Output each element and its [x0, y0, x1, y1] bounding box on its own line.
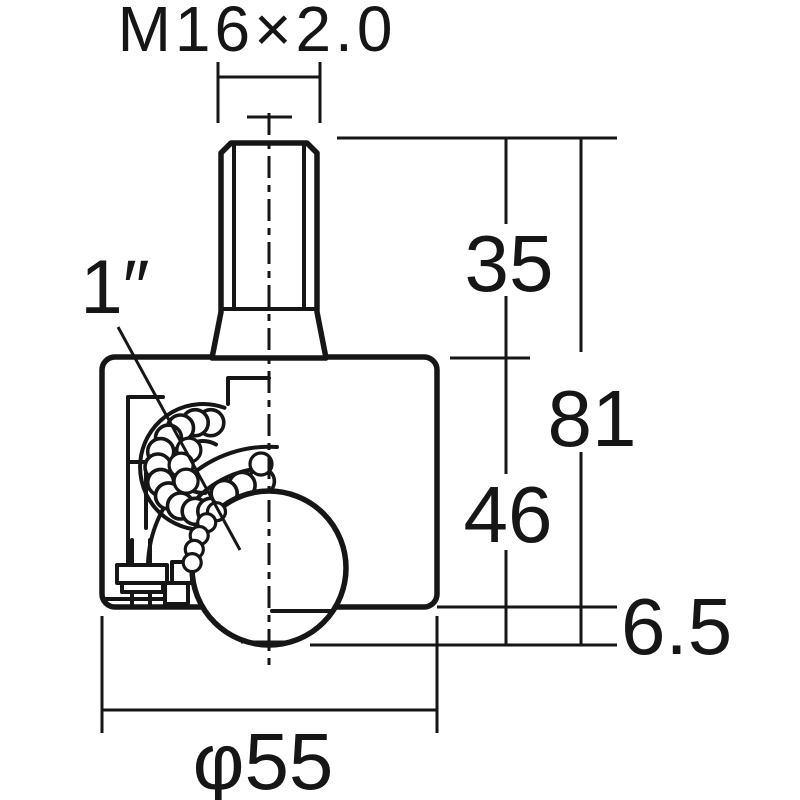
clamp-plate — [120, 581, 165, 594]
centerline-cross-ticks — [241, 115, 294, 644]
bearing-ball — [181, 551, 203, 574]
centerline — [241, 113, 294, 668]
ball-size-leader-line — [116, 326, 242, 551]
return-chain-balls — [181, 501, 228, 574]
bearing-ball — [248, 451, 274, 477]
stud-length-label: 35 — [465, 219, 554, 308]
bearing-ball-cluster — [143, 407, 226, 527]
bearing-ball — [172, 467, 200, 495]
ball-size-label: 1″ — [80, 245, 149, 330]
thread-label: M16×2.0 — [118, 0, 397, 65]
bore-step — [226, 376, 271, 406]
section-details — [102, 376, 279, 609]
return-channel-outer-wall — [138, 402, 227, 532]
total-height-label: 81 — [548, 374, 637, 463]
body-diameter-label: φ55 — [193, 717, 334, 800]
thread-dim-bracket — [216, 62, 322, 123]
dimension-labels: M16×2.0 35 81 46 6.5 φ55 1″ — [80, 0, 732, 800]
clamp-block — [163, 581, 190, 606]
ball-protrusion-label: 6.5 — [621, 582, 732, 671]
diameter-extension-lines — [100, 616, 439, 733]
clamp-plate — [115, 563, 169, 585]
body-height-label: 46 — [464, 470, 553, 559]
dimension-lines — [100, 62, 617, 733]
thread-lines — [219, 142, 319, 311]
